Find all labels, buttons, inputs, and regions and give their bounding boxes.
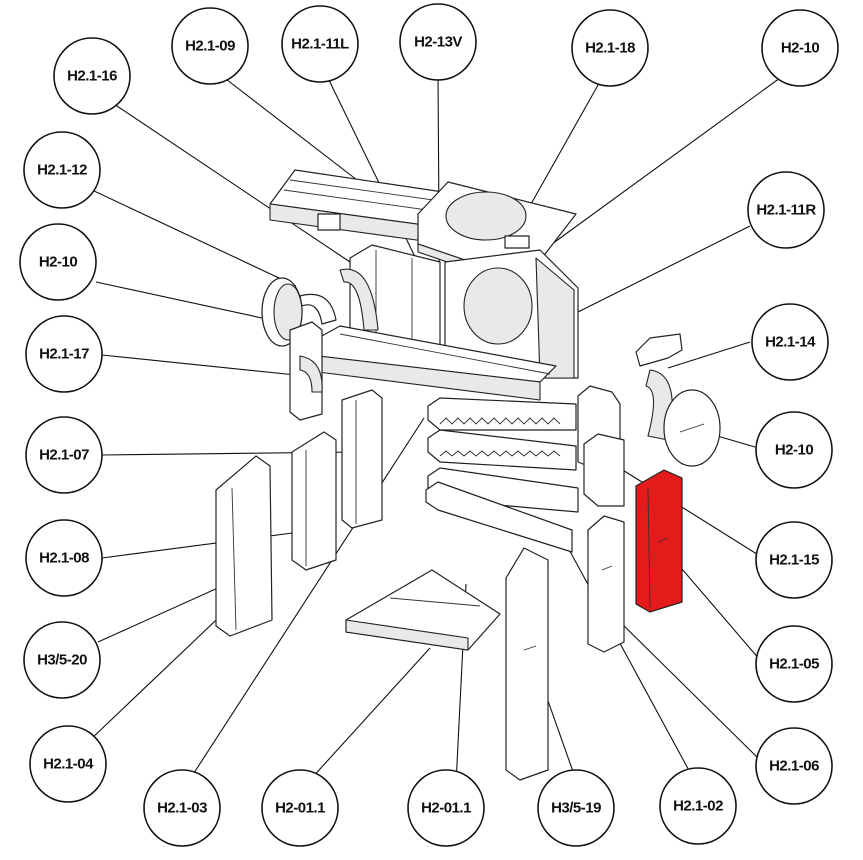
- callout-label: H2.1-11R: [756, 202, 816, 219]
- part-highlighted-plate: [635, 469, 683, 613]
- callout-label: H3/5-19: [551, 800, 601, 817]
- callout-c20: H2.1-03: [143, 769, 221, 847]
- leader-c02: [221, 75, 371, 191]
- callout-label: H2.1-11L: [291, 36, 349, 53]
- callout-c24: H2.1-02: [659, 767, 737, 845]
- callout-c02: H2.1-09: [171, 7, 249, 85]
- callout-label: H2-10: [775, 442, 814, 459]
- callout-c07: H2.1-12: [23, 131, 101, 209]
- part-left-plates: [215, 389, 383, 637]
- callout-c09: H2-10: [19, 223, 97, 301]
- callout-label: H2.1-08: [39, 550, 89, 567]
- callout-label: H2.1-02: [673, 798, 723, 815]
- callout-label: H2-10: [781, 40, 820, 57]
- callout-label: H2.1-18: [585, 40, 635, 57]
- leader-c21: [309, 647, 431, 781]
- callout-label: H2.1-16: [67, 68, 117, 85]
- callout-label: H2.1-09: [185, 38, 235, 55]
- callout-c10: H2.1-17: [25, 315, 103, 393]
- callout-label: H2-01.1: [421, 800, 471, 817]
- callout-label: H2.1-04: [43, 756, 94, 773]
- callout-label: H2.1-03: [157, 800, 207, 817]
- callout-label: H3/5-20: [37, 652, 87, 669]
- part-right-lower-plate: [587, 515, 625, 653]
- highlighted-plate-face: [635, 469, 683, 613]
- part-front-plate: [505, 547, 549, 781]
- callout-label: H2-01.1: [275, 800, 325, 817]
- leader-c06: [551, 77, 781, 245]
- callout-c14: H2.1-15: [755, 521, 833, 599]
- callout-label: H2.1-14: [765, 334, 816, 351]
- callout-c04: H2-13V: [399, 3, 477, 81]
- part-left-bracket: [289, 321, 323, 421]
- callout-label: H2.1-06: [769, 758, 819, 775]
- callout-c23: H3/5-19: [537, 769, 615, 847]
- leader-c18: [617, 619, 761, 761]
- leader-c11: [667, 341, 751, 369]
- callout-c12: H2.1-07: [25, 416, 103, 494]
- callout-label: H2.1-12: [37, 162, 87, 179]
- callout-c21: H2-01.1: [261, 769, 339, 847]
- leader-c08: [577, 225, 751, 313]
- callouts: H2.1-16 H2.1-09 H2.1-11L H2-13V H2.1-18 …: [19, 3, 839, 847]
- callout-c16: H2.1-05: [755, 625, 833, 703]
- part-right-disc: [663, 389, 721, 467]
- callout-label: H2.1-15: [769, 552, 819, 569]
- callout-c22: H2-01.1: [407, 769, 485, 847]
- callout-label: H2.1-07: [39, 447, 89, 464]
- parts-drawing: [215, 169, 721, 781]
- callout-c17: H3/5-20: [23, 621, 101, 699]
- callout-c06: H2-10: [761, 9, 839, 87]
- leader-c10: [101, 354, 297, 376]
- part-rear-body: [444, 249, 579, 379]
- callout-c05: H2.1-18: [571, 9, 649, 87]
- callout-c03: H2.1-11L: [281, 5, 359, 83]
- leader-c09: [95, 281, 263, 319]
- callout-c11: H2.1-14: [751, 303, 829, 381]
- leader-c07: [91, 189, 297, 287]
- leader-c24: [565, 543, 693, 777]
- part-right-bracket: [577, 385, 625, 507]
- part-left-ring-segment: [299, 268, 379, 331]
- callout-label: H2-10: [39, 254, 78, 271]
- leader-c01: [113, 103, 351, 263]
- callout-label: H2.1-17: [39, 346, 89, 363]
- leader-c05: [521, 77, 603, 221]
- callout-c15: H2.1-08: [25, 519, 103, 597]
- callout-c19: H2.1-04: [29, 725, 107, 803]
- callout-c08: H2.1-11R: [747, 171, 825, 249]
- callout-label: H2-13V: [414, 34, 462, 51]
- callout-label: H2.1-05: [769, 656, 819, 673]
- callout-c13: H2-10: [755, 411, 833, 489]
- leader-c20: [191, 417, 425, 777]
- part-grate-rails: [425, 397, 579, 553]
- callout-c18: H2.1-06: [755, 727, 833, 805]
- part-floor-slab: [345, 569, 501, 651]
- callout-c01: H2.1-16: [53, 37, 131, 115]
